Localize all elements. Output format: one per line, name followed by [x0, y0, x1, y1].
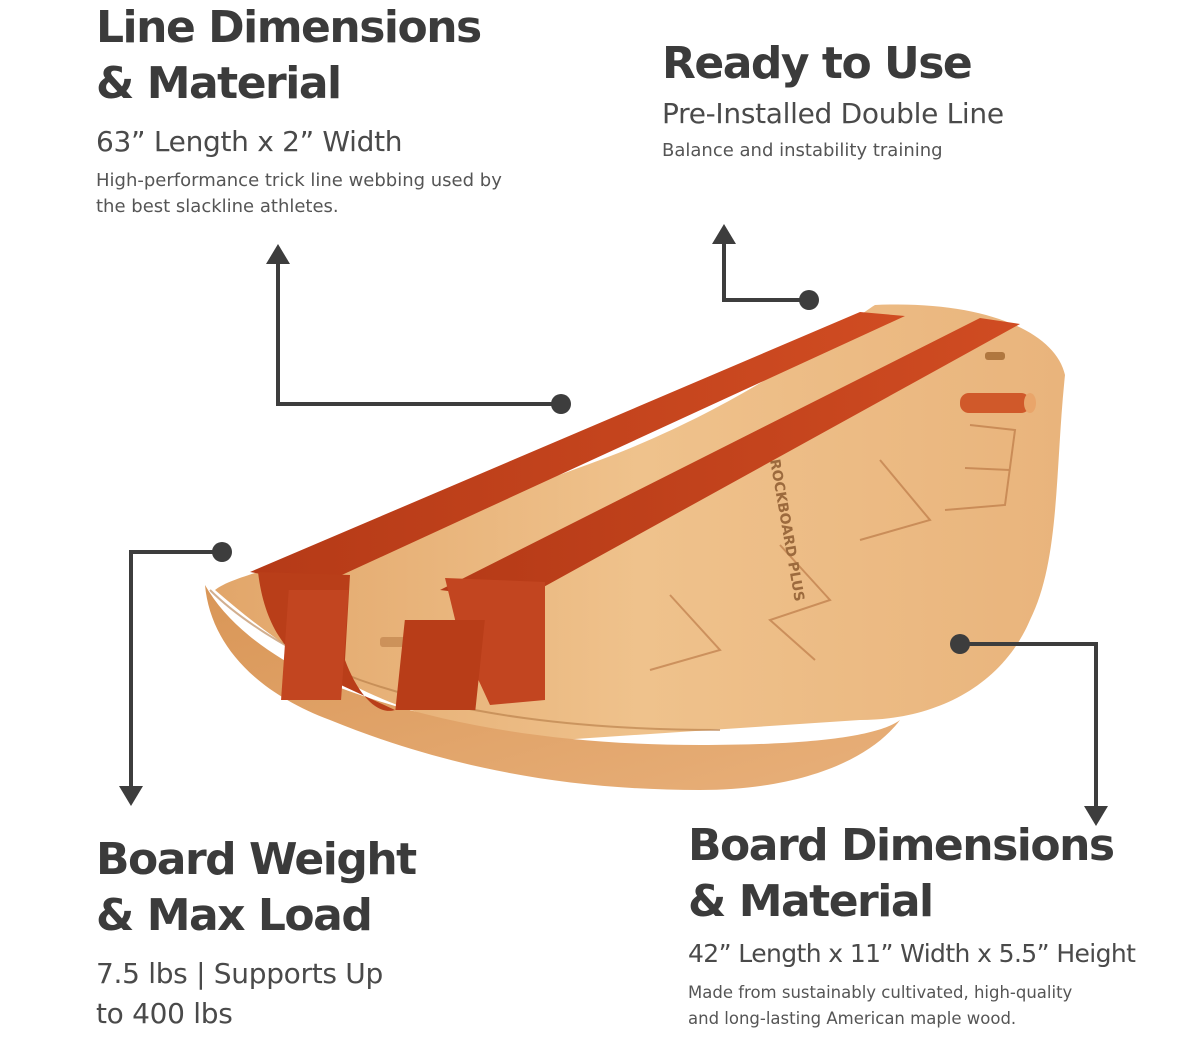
feature-line-dimensions: Line Dimensions & Material 63” Length x … [96, 0, 616, 220]
callout-dot [950, 634, 970, 654]
double-line-straps [250, 312, 1020, 711]
feature-description: Made from sustainably cultivated, high-q… [688, 983, 1073, 1002]
callout-line-dimensions [276, 262, 560, 406]
feature-description: the best slackline athletes. [96, 196, 339, 217]
feature-description: and long-lasting American maple wood. [688, 1009, 1017, 1028]
feature-heading: Board Dimensions [688, 820, 1115, 871]
feature-spec: Pre-Installed Double Line [662, 97, 1004, 130]
feature-description: High-performance trick line webbing used… [96, 170, 502, 191]
callout-ready-to-use [722, 242, 808, 302]
feature-board-dimensions: Board Dimensions & Material 42” Length x… [688, 818, 1198, 1032]
callout-board-weight [129, 550, 222, 786]
feature-heading: & Max Load [96, 890, 373, 941]
feature-heading: Ready to Use [662, 38, 973, 89]
feature-heading: & Material [96, 58, 342, 109]
feature-spec: 7.5 lbs | Supports Up [96, 957, 383, 990]
feature-board-weight: Board Weight & Max Load 7.5 lbs | Suppor… [96, 832, 576, 1034]
callout-board-dimensions [960, 642, 1098, 806]
callout-dot [551, 394, 571, 414]
arrow-down-icon [119, 786, 143, 806]
feature-spec: 42” Length x 11” Width x 5.5” Height [688, 939, 1136, 968]
callout-dot [212, 542, 232, 562]
feature-ready-to-use: Ready to Use Pre-Installed Double Line B… [662, 36, 1182, 164]
callout-dot [799, 290, 819, 310]
feature-spec: 63” Length x 2” Width [96, 125, 403, 158]
arrow-down-icon [1084, 806, 1108, 826]
arrow-up-icon [266, 244, 290, 264]
feature-heading: Board Weight [96, 834, 417, 885]
board-lettering [649, 424, 1017, 671]
arrow-up-icon [712, 224, 736, 244]
feature-heading: & Material [688, 876, 934, 927]
feature-heading: Line Dimensions [96, 2, 482, 53]
feature-description: Balance and instability training [662, 140, 943, 161]
feature-spec: to 400 lbs [96, 997, 233, 1030]
